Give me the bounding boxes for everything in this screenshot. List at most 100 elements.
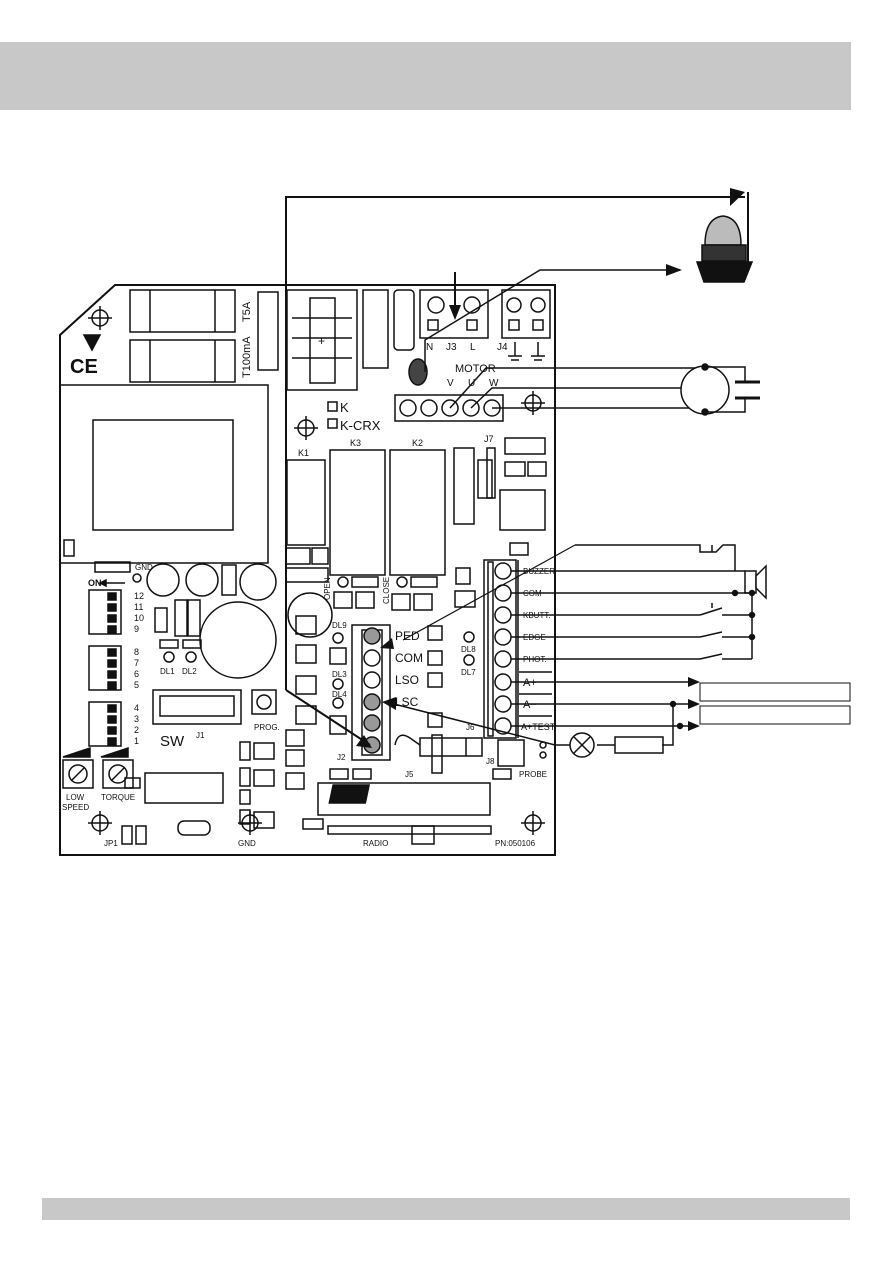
fuse-label: T100mA [241, 336, 253, 378]
low-label: LOW [66, 793, 85, 802]
model-k-label: K [340, 400, 349, 415]
j3-l-label: L [470, 342, 476, 353]
ground-icon [508, 342, 545, 361]
dl2-label: DL2 [182, 667, 197, 676]
fuse-holder-icon [408, 358, 428, 386]
j6-label: J6 [466, 723, 475, 732]
dip-number: 3 [134, 714, 139, 724]
dip-number: 1 [134, 736, 139, 746]
led-icon [463, 631, 475, 643]
connector-j5 [317, 782, 491, 816]
led-icon [332, 697, 344, 709]
buzzer-icon [744, 570, 757, 594]
connector-j8 [497, 739, 525, 767]
lamp-wire [424, 269, 680, 372]
ic-chip [499, 489, 546, 531]
j4-label: J4 [497, 342, 508, 353]
jp1-label: JP1 [104, 839, 118, 848]
torque-label: TORQUE [101, 793, 135, 802]
radio-connector [327, 825, 492, 835]
dl7-label: DL7 [461, 668, 476, 677]
dl1-label: DL1 [160, 667, 175, 676]
motor-w-label: W [489, 378, 499, 389]
rib-logo [328, 784, 371, 804]
dip-on-label: ON [88, 578, 102, 588]
prog-label: PROG. [254, 723, 280, 732]
connector-j2 [351, 624, 391, 761]
radio-label: RADIO [363, 839, 388, 848]
fuse-label: T5A [241, 301, 253, 322]
j8-label: J8 [486, 757, 495, 766]
relay-k2-label: K2 [412, 438, 423, 448]
motor-terminal-block [394, 394, 504, 422]
dl4-label: DL4 [332, 690, 347, 699]
transformer [59, 384, 269, 564]
dl9-label: DL9 [332, 621, 347, 630]
antenna-wire [285, 196, 745, 690]
j5-label: J5 [405, 770, 414, 779]
speed-label: SPEED [62, 803, 89, 812]
dip-number: 2 [134, 725, 139, 735]
dip-number: 9 [134, 624, 139, 634]
led-icon [463, 654, 475, 666]
dip-number: 11 [134, 602, 143, 612]
esd-warning-icon [82, 334, 102, 352]
torque-trimmer [102, 759, 134, 789]
relay-k2 [389, 449, 446, 576]
relay-k3-label: K3 [350, 438, 361, 448]
dl8-label: DL8 [461, 645, 476, 654]
part-number: PN:050106 [495, 839, 536, 848]
led-icon [332, 632, 344, 644]
j6-terminal-a-plus: A+ [523, 677, 537, 689]
header-bar [0, 42, 851, 110]
motor-label: MOTOR [455, 363, 496, 375]
dip-number: 4 [134, 703, 139, 713]
gnd-bottom-label: GND [238, 839, 256, 848]
connector-j6 [483, 559, 517, 739]
svg-text:+: + [318, 334, 325, 348]
dip-number: 7 [134, 658, 139, 668]
dip-number: 12 [134, 591, 144, 601]
j2-terminal-ped: PED [395, 629, 420, 643]
output-box-1 [699, 682, 851, 702]
probe-label: PROBE [519, 770, 547, 779]
relay-k1 [286, 459, 326, 546]
led-icon [337, 576, 349, 588]
low-speed-trimmer [62, 759, 94, 789]
motor-icon [680, 365, 730, 415]
j6-terminal-a-minus: A− [523, 699, 537, 711]
j3-label: J3 [446, 342, 457, 353]
flashing-light-icon [695, 215, 754, 283]
sw-label: SW [160, 733, 185, 750]
j2-terminal-lso: LSO [395, 673, 419, 687]
led-icon [163, 651, 197, 663]
j2-terminal-com: COM [395, 651, 423, 665]
j1-label: J1 [196, 731, 205, 740]
motor-v-label: V [447, 378, 454, 389]
j3-n-label: N [426, 342, 433, 353]
led-icon [332, 678, 344, 690]
open-led-label: OPEN [323, 577, 332, 600]
photocell-icon [614, 736, 664, 754]
footer-bar [42, 1198, 850, 1220]
dip-number: 6 [134, 669, 139, 679]
ce-mark: CE [70, 356, 98, 378]
fuse-t100ma [129, 339, 236, 383]
output-box-2 [699, 705, 851, 725]
dip-switch-block [88, 589, 122, 747]
j7-label: J7 [484, 434, 494, 444]
dip-number: 5 [134, 680, 139, 690]
led-icon [396, 576, 408, 588]
board-outline [59, 284, 556, 856]
relay-k3 [329, 449, 386, 576]
relay-k1-label: K1 [298, 448, 309, 458]
j6-terminal-a-test: A+TEST [521, 722, 556, 732]
prog-button [251, 689, 277, 715]
dip-number: 8 [134, 647, 139, 657]
fuse-t5a [129, 289, 236, 333]
svg-text:RIB: RIB [500, 788, 521, 802]
connector-j1 [152, 689, 242, 725]
close-led-label: CLOSE [382, 577, 391, 604]
gnd-top-label: GND [135, 563, 153, 572]
model-kcrx-label: K-CRX [340, 418, 381, 433]
